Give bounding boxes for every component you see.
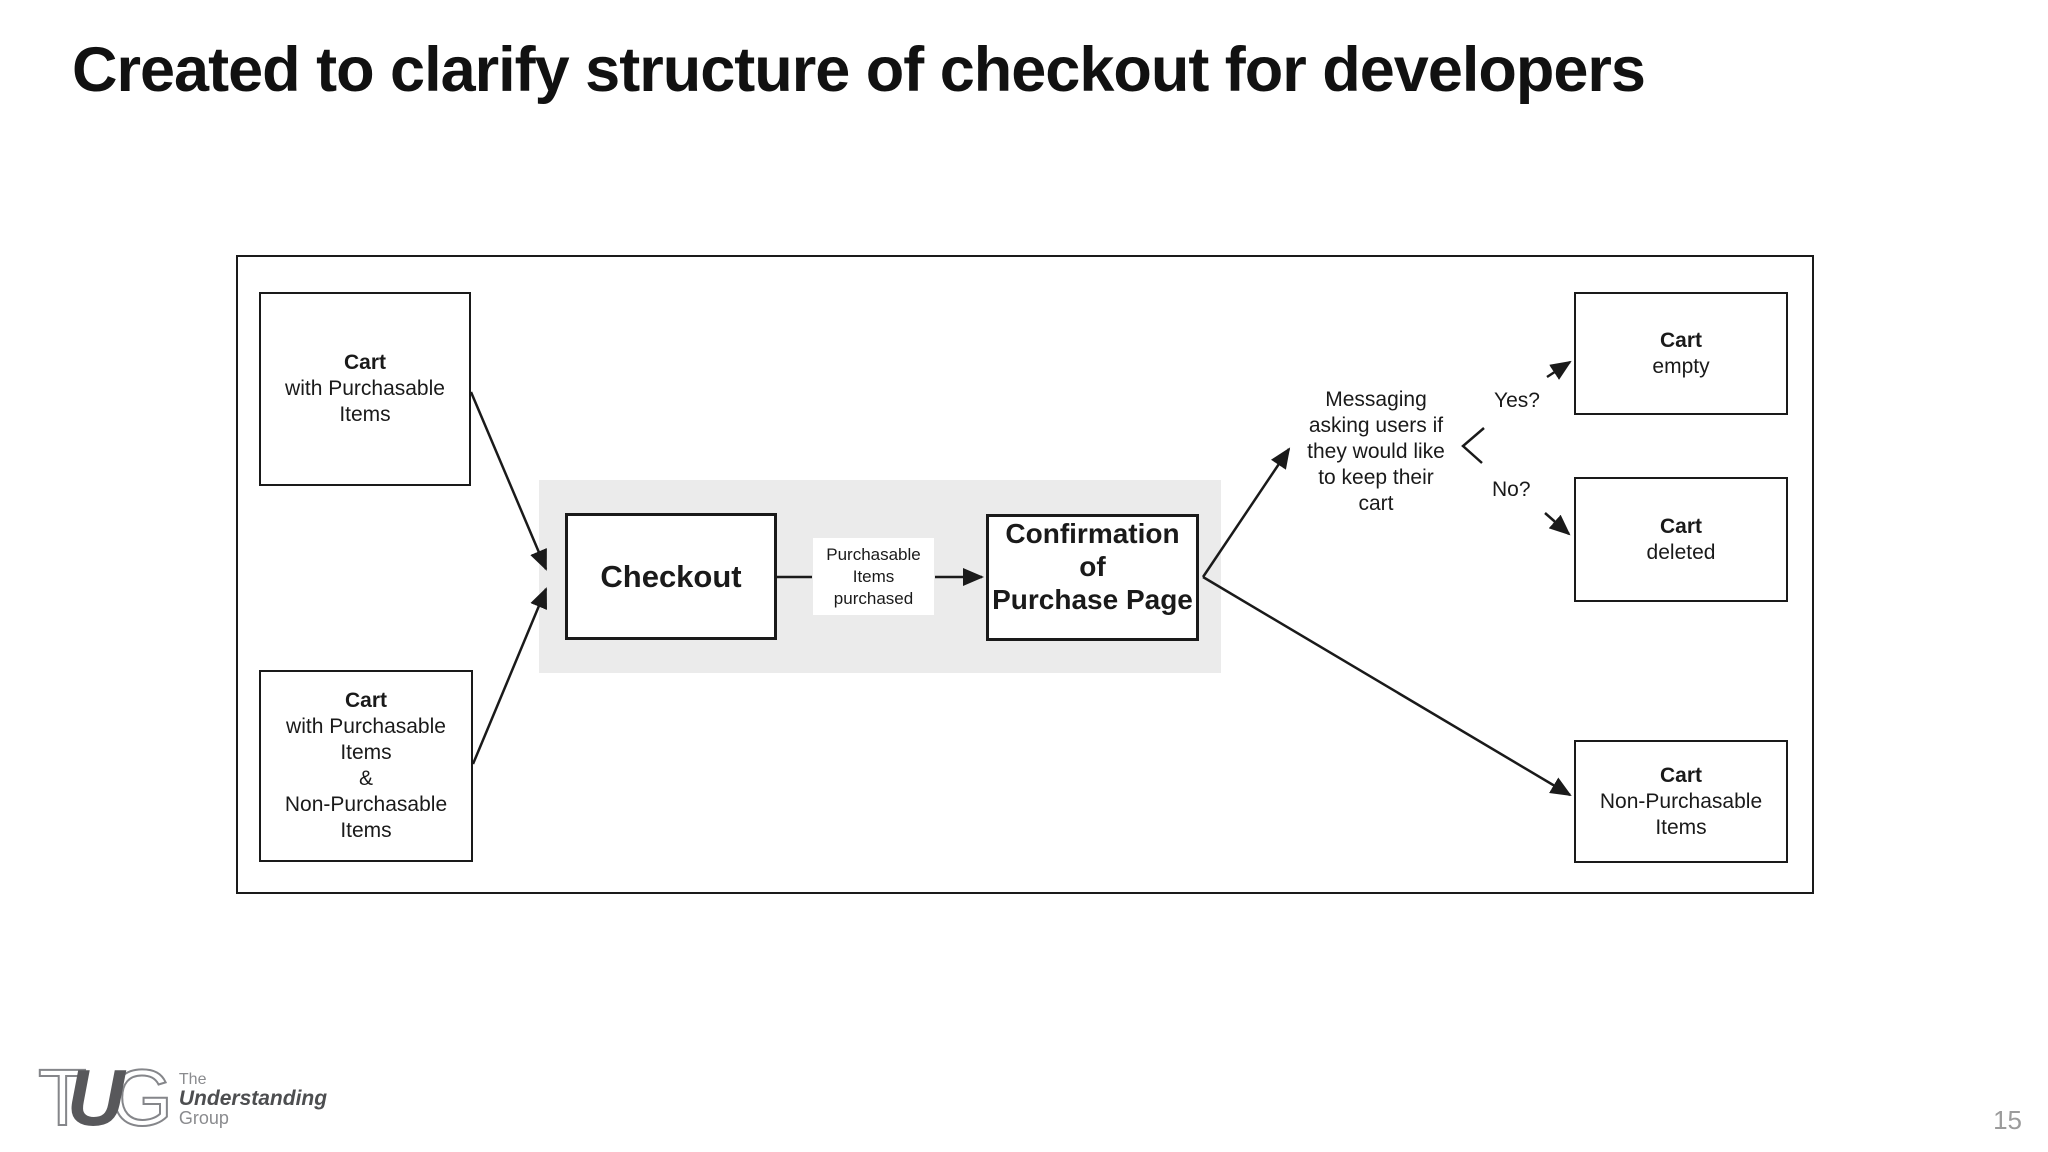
node-line: Items [340,819,392,842]
node-line: empty [1652,354,1710,378]
label-line: Messaging [1325,388,1427,411]
node-heading: Checkout [600,558,742,594]
node-line: Non-Purchasable [1599,789,1763,813]
node-line: deleted [1646,540,1716,564]
logo-word-group: Group [178,1108,229,1128]
node-cart-deleted: Cart deleted [1574,477,1788,602]
label-messaging-keep-cart: Messaging asking users if they would lik… [1286,387,1466,517]
label-line: asking users if [1308,414,1444,437]
node-cart-with-purchasable-items: Cart with Purchasable Items [259,292,471,486]
node-line: Purchase Page [992,584,1193,615]
label-line: cart [1358,492,1394,515]
label-line: to keep their [1318,466,1434,489]
node-line: Non-Purchasable [284,793,448,816]
logo-word-understanding: Understanding [178,1087,328,1110]
node-checkout: Checkout [565,513,777,640]
node-line: Confirmation of [1005,518,1180,582]
slide-title: Created to clarify structure of checkout… [72,35,1646,105]
label-line: they would like [1307,440,1445,463]
node-cart-with-mixed-items: Cart with Purchasable Items & Non-Purcha… [259,670,473,862]
page-number: 15 [1993,1105,2022,1135]
label-yes: Yes? [1494,389,1540,412]
logo-letter-t: T [37,1053,88,1142]
node-line: with Purchasable [286,715,446,738]
node-heading: Cart [1659,328,1702,352]
logo-word-the: The [178,1071,207,1088]
label-line: Items [852,566,895,586]
node-line: & [358,767,373,790]
tug-logo: TUG The Understanding Group [37,1057,327,1139]
node-heading: Cart [1659,514,1702,538]
logo-letter-g: G [110,1053,174,1142]
label-no: No? [1492,478,1531,501]
tug-monogram: TUG [37,1057,174,1139]
node-cart-non-purchasable-items: Cart Non-Purchasable Items [1574,740,1788,863]
node-heading: Cart [344,689,387,712]
label-line: purchased [833,588,914,608]
node-heading: Cart [1659,763,1702,787]
logo-letter-u: U [66,1053,125,1142]
node-cart-empty: Cart empty [1574,292,1788,415]
node-line: with Purchasable [285,377,445,400]
node-confirmation-of-purchase-page: Confirmation of Purchase Page [986,514,1199,641]
node-line: Items [1655,815,1707,839]
logo-wordmark: The Understanding Group [179,1071,327,1128]
node-line: Items [340,741,392,764]
label-line: Purchasable [826,544,921,564]
node-heading: Cart [343,351,386,374]
label-purchasable-items-purchased: Purchasable Items purchased [813,538,934,615]
node-line: Items [339,403,391,426]
